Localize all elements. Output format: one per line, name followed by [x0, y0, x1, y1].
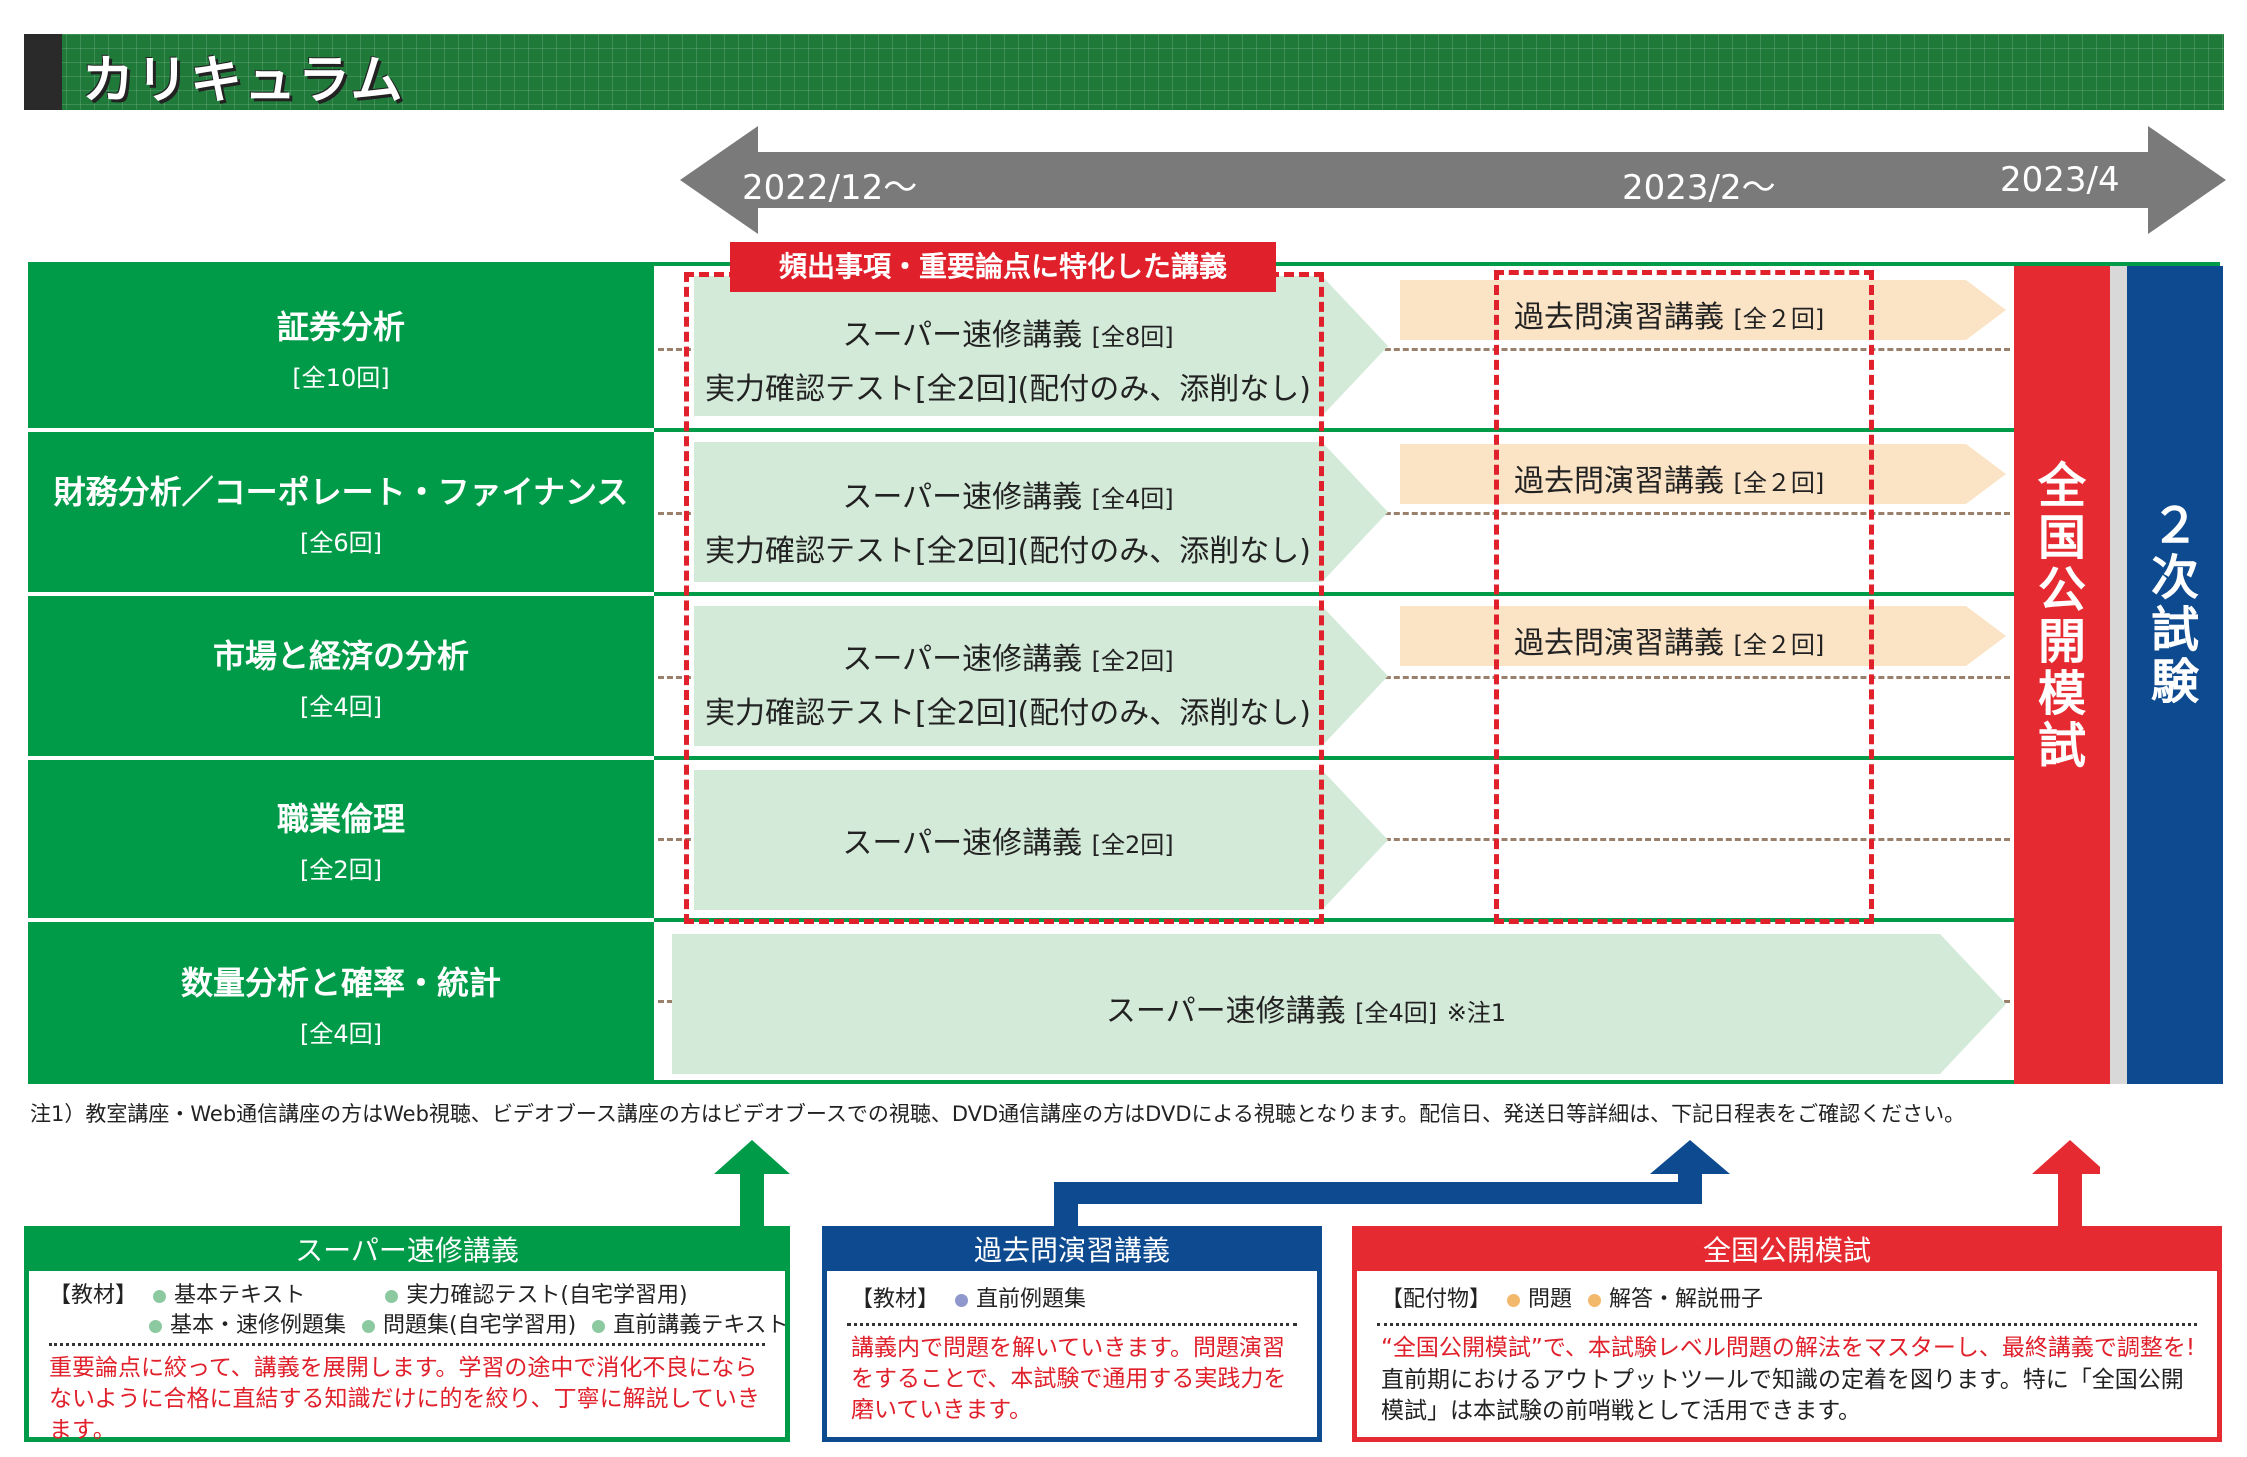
lecture-label: スーパー速修講義 [全8回]	[842, 318, 1174, 353]
row-title: 財務分析／コーポレート・ファイナンス	[53, 472, 629, 511]
row-title: 市場と経済の分析	[212, 636, 469, 675]
materials-line-2: 基本・速修例題集問題集(自宅学習用)直前講義テキスト	[149, 1307, 789, 1339]
page-title: カリキュラム	[82, 51, 405, 111]
test-label: 実力確認テスト[全2回](配付のみ、添削なし)	[705, 534, 1311, 569]
focus-label: 頻出事項・重要論点に特化した講義	[730, 242, 1276, 292]
row-header-quant: 数量分析と確率・統計 [全4回]	[28, 922, 654, 1084]
row-title: 証券分析	[276, 307, 405, 346]
lecture-chevron	[672, 934, 2006, 1074]
grid-line-4	[654, 918, 2130, 922]
grid-bottom-line	[654, 1080, 2220, 1084]
lecture-label: スーパー速修講義 [全2回]	[842, 826, 1174, 861]
row-header-securities: 証券分析 [全10回]	[28, 266, 654, 428]
row-title: 数量分析と確率・統計	[180, 963, 501, 1002]
lecture-label: スーパー速修講義 [全2回]	[842, 642, 1174, 677]
timeline-arrow	[680, 126, 2226, 234]
lecture-chevron	[694, 770, 1388, 910]
row-count: [全2回]	[300, 855, 382, 884]
past-exam-chevron	[1400, 280, 2006, 340]
panel-past-exam: 過去問演習講義 【教材】直前例題集 講義内で問題を解いていきます。問題演習をする…	[822, 1226, 1322, 1442]
grid-line-1	[654, 428, 2130, 432]
test-label: 実力確認テスト[全2回](配付のみ、添削なし)	[705, 372, 1311, 407]
bar-gap	[2110, 266, 2127, 1084]
panel-separator	[1377, 1323, 2197, 1326]
past-exam-label: 過去問演習講義 [全２回]	[1514, 464, 1825, 499]
second-exam-bar	[2127, 266, 2223, 1084]
lecture-label: スーパー速修講義 [全4回]	[842, 480, 1174, 515]
mock-exam-bar	[2014, 266, 2110, 1084]
panel-title: 全国公開模試	[1702, 1234, 1871, 1267]
lecture-chevron	[694, 606, 1388, 746]
focus-box-lectures	[684, 272, 1324, 924]
footnote: 注1）教室講座・Web通信講座の方はWeb視聴、ビデオブース講座の方はビデオブー…	[30, 1102, 1966, 1126]
row-count: [全4回]	[300, 1019, 382, 1048]
timeline-end: 2023/4	[2000, 160, 2120, 200]
lecture-chevron	[694, 276, 1388, 416]
row-count: [全4回]	[300, 692, 382, 721]
past-exam-label: 過去問演習講義 [全２回]	[1514, 300, 1825, 335]
materials-line-1: 【教材】直前例題集	[851, 1287, 1087, 1312]
lecture-chevron	[694, 442, 1388, 582]
header-bar	[24, 34, 2224, 110]
panel-description: 講義内で問題を解いていきます。問題演習をすることで、本試験で通用する実践力を磨い…	[851, 1335, 1287, 1423]
focus-box-past-exams	[1494, 270, 1874, 924]
test-label: 実力確認テスト[全2回](配付のみ、添削なし)	[705, 696, 1311, 731]
grid-line-3	[654, 756, 2130, 760]
panel-description: 重要論点に絞って、講義を展開します。学習の途中で消化不良にならないように合格に直…	[49, 1355, 760, 1443]
mock-exam-label: 全国公開模試	[2037, 458, 2086, 774]
lecture-label: スーパー速修講義 [全4回] ※注1	[1105, 994, 1507, 1029]
materials-line-1: 【教材】基本テキスト実力確認テスト(自宅学習用)	[49, 1283, 688, 1308]
panel-mock-exam: 全国公開模試 【配付物】問題解答・解説冊子 “全国公開模試”で、本試験レベル問題…	[1352, 1226, 2222, 1442]
panel-separator	[847, 1323, 1297, 1326]
row-count: [全6回]	[300, 528, 382, 557]
past-exam-chevron	[1400, 444, 2006, 504]
panel-description-highlight: “全国公開模試”で、本試験レベル問題の解法をマスターし、最終講義で調整を!	[1381, 1335, 2196, 1361]
header-accent	[24, 34, 62, 110]
panel-description: 直前期におけるアウトプットツールで知識の定着を図ります。特に「全国公開模試」は本…	[1381, 1367, 2184, 1424]
panel-separator	[49, 1343, 765, 1346]
row-count: [全10回]	[292, 363, 390, 392]
panel-title: 過去問演習講義	[973, 1234, 1170, 1267]
materials-line-1: 【配付物】問題解答・解説冊子	[1381, 1287, 1764, 1312]
grid-line-2	[654, 592, 2130, 596]
past-exam-label: 過去問演習講義 [全２回]	[1514, 626, 1825, 661]
panel-title: スーパー速修講義	[295, 1234, 519, 1267]
row-title: 職業倫理	[276, 799, 405, 838]
row-header-finance: 財務分析／コーポレート・ファイナンス [全6回]	[28, 432, 654, 592]
timeline-mid: 2023/2〜	[1622, 168, 1776, 208]
panel-super-lecture: スーパー速修講義 【教材】基本テキスト実力確認テスト(自宅学習用) 基本・速修例…	[24, 1226, 790, 1443]
row-header-ethics: 職業倫理 [全2回]	[28, 760, 654, 918]
timeline-start: 2022/12〜	[742, 168, 918, 208]
connector-arrows	[714, 1140, 2100, 1230]
past-exam-chevron	[1400, 606, 2006, 666]
row-header-economics: 市場と経済の分析 [全4回]	[28, 596, 654, 756]
